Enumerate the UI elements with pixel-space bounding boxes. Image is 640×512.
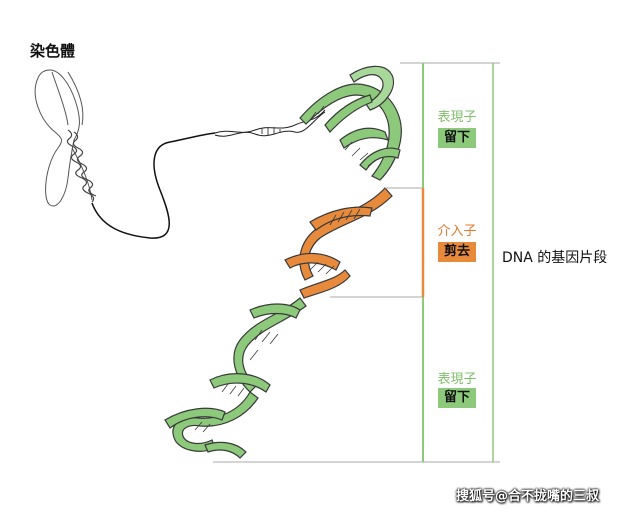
coiled-chromatin <box>66 129 97 203</box>
segment-3-name: 表現子 <box>437 372 477 387</box>
dna-fiber <box>91 132 216 239</box>
chromosome-label: 染色體 <box>30 42 76 60</box>
segment-2-tag: 剪去 <box>438 242 476 262</box>
segment-1-tag: 留下 <box>438 128 476 148</box>
segment-3-tag: 留下 <box>438 388 476 408</box>
intron-helix-rungs <box>309 208 361 275</box>
bracket-lines <box>213 62 500 463</box>
segment-2-name: 介入子 <box>437 224 477 239</box>
exon-helix-bottom <box>164 297 307 459</box>
exon-helix-bottom-rungs <box>194 329 279 433</box>
segment-1-name: 表現子 <box>437 110 477 125</box>
gene-label: DNA 的基因片段 <box>502 250 608 266</box>
thin-helix-rungs <box>261 127 281 135</box>
intron-helix <box>284 187 393 299</box>
watermark: 搜狐号@合不拢嘴的三叔 <box>456 489 600 504</box>
chromosome-icon <box>34 69 93 207</box>
exon-helix-top-rungs <box>309 105 377 167</box>
exon-helix-top <box>299 65 402 181</box>
